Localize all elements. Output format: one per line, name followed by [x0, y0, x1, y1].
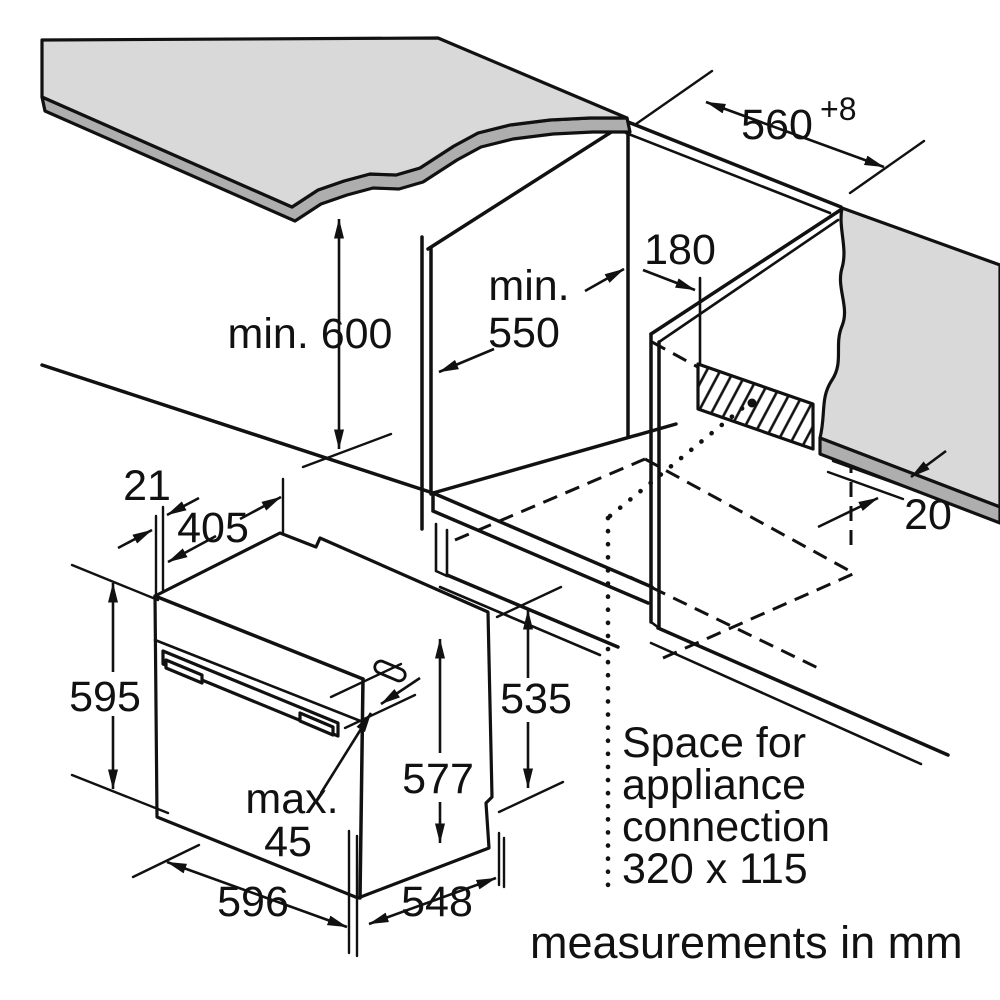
side-wall: [818, 206, 1000, 525]
oven-handle: [161, 649, 340, 738]
floor-line: [40, 363, 435, 495]
dim-niche-width: 560 +8: [634, 69, 926, 195]
label-45: 45: [264, 818, 312, 866]
side-vent-slot: [373, 659, 407, 683]
label-560-tolerance: +8: [820, 91, 856, 127]
oven: [153, 531, 494, 900]
worktop: [40, 36, 632, 223]
label-21: 21: [123, 462, 171, 510]
label-550: 550: [488, 309, 560, 357]
dim-rear-offset: 180: [584, 226, 716, 293]
dim-oven-rear-height: 535: [495, 585, 572, 814]
label-535: 535: [500, 675, 572, 723]
dim-wall-gap: 20: [817, 449, 952, 539]
connection-point-dot: [747, 398, 757, 408]
label-548: 548: [401, 878, 473, 926]
label-min-600: min. 600: [228, 310, 393, 358]
connection-dotted-line: [605, 403, 748, 888]
label-595: 595: [69, 673, 141, 721]
dim-front-gap: 21: [117, 462, 200, 596]
dim-min-depth: min. 550: [438, 262, 570, 374]
dim-handle-max: max. 45: [245, 662, 421, 866]
label-596: 596: [217, 878, 289, 926]
dim-oven-front-width: 596: [131, 829, 359, 958]
connection-note-line2: appliance: [622, 761, 806, 809]
dim-oven-body-depth: 548: [368, 831, 506, 926]
label-max: max.: [245, 775, 338, 823]
label-min: min.: [488, 262, 569, 310]
label-180: 180: [644, 226, 716, 274]
label-577: 577: [402, 755, 474, 803]
connection-cutout: [696, 276, 815, 451]
connection-note-line4: 320 x 115: [622, 845, 808, 893]
connection-note-line1: Space for: [622, 719, 806, 767]
rear-panel: [649, 207, 844, 630]
dim-min-height: min. 600: [228, 218, 393, 469]
dim-top-depth: 405: [167, 477, 285, 564]
label-405: 405: [177, 504, 249, 552]
footer-units-note: measurements in mm: [530, 917, 963, 968]
label-20: 20: [904, 491, 952, 539]
connection-note-line3: connection: [622, 803, 830, 851]
connection-note: Space for appliance connection 320 x 115: [622, 719, 830, 893]
label-560: 560: [741, 101, 813, 149]
dim-oven-front-height: 595: [69, 563, 170, 815]
dim-oven-body-height: 577: [402, 638, 474, 844]
